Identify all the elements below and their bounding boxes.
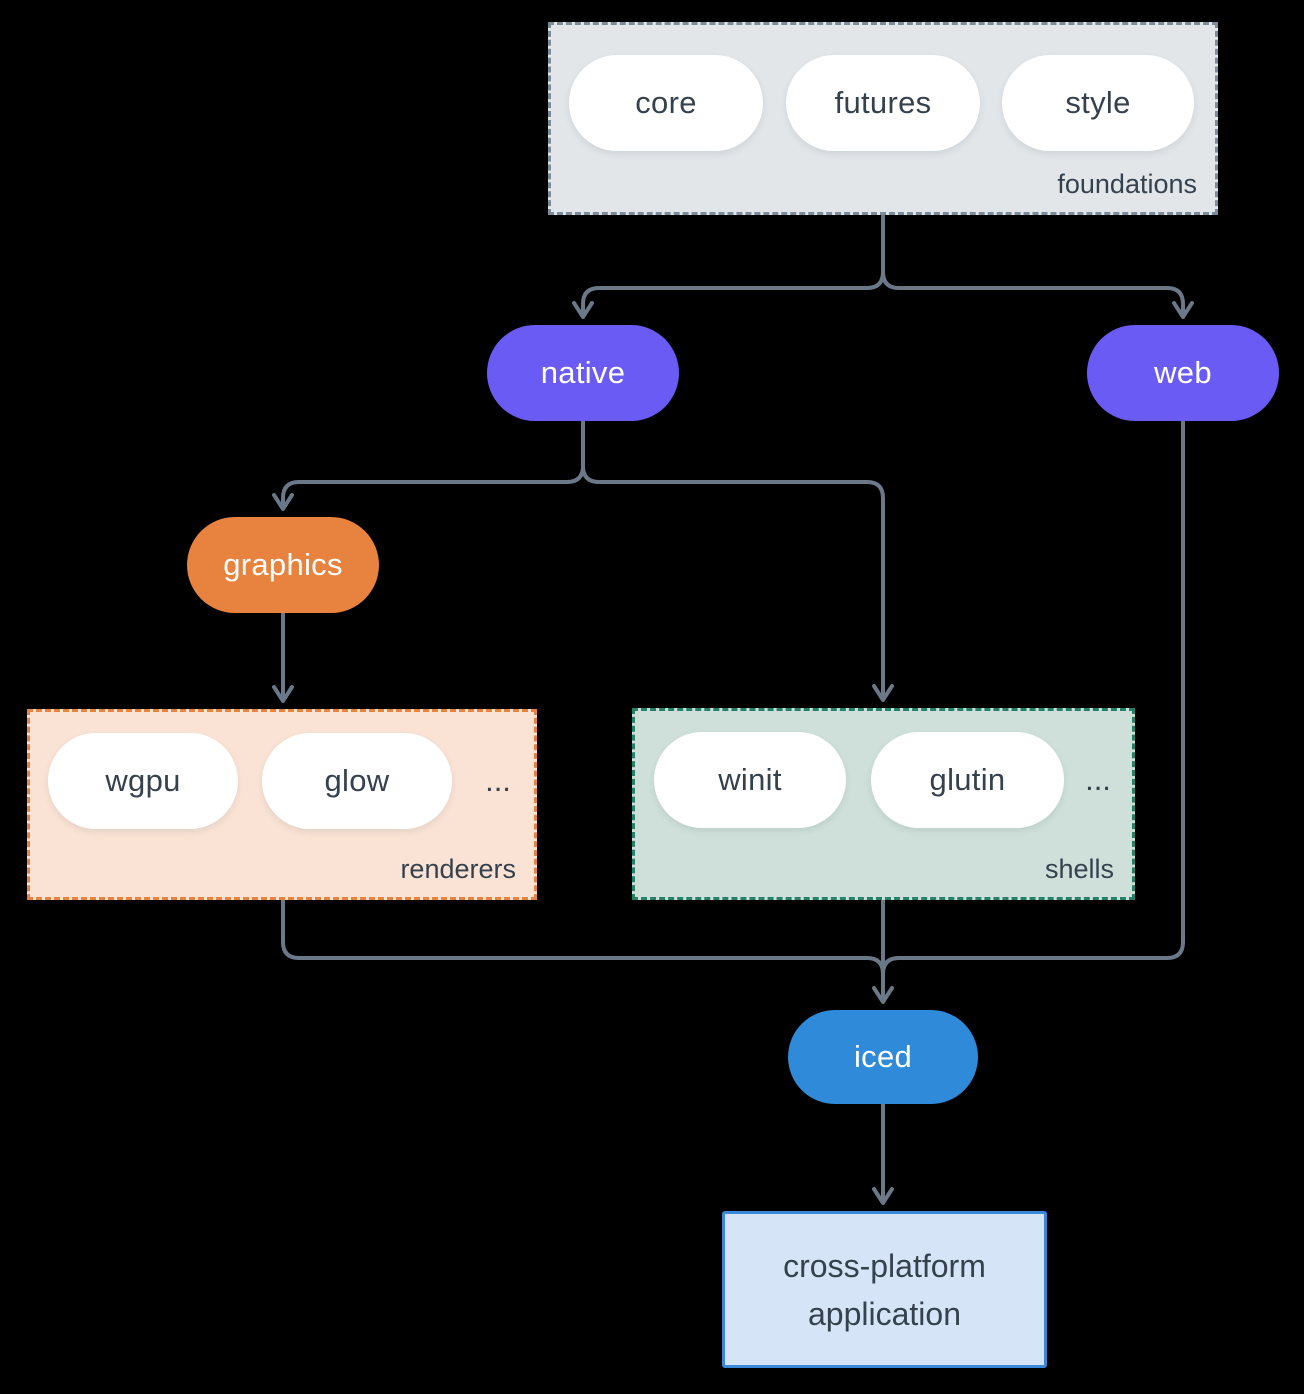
group-shells-label: shells	[1044, 854, 1114, 884]
node-iced: iced	[788, 1010, 978, 1104]
node-wgpu: wgpu	[48, 733, 238, 829]
node-glutin: glutin	[871, 732, 1064, 828]
group-foundations: core futures style foundations	[548, 22, 1218, 215]
node-style: style	[1002, 55, 1194, 151]
node-glow: glow	[262, 733, 452, 829]
connector-renderers-to-iced	[281, 899, 885, 975]
node-web: web	[1087, 325, 1279, 421]
node-graphics: graphics	[187, 517, 379, 613]
node-cross-platform-application: cross-platform application	[722, 1211, 1047, 1368]
connector-foundations-to-web	[881, 215, 1194, 319]
node-winit: winit	[654, 732, 846, 828]
connector-native-to-graphics	[272, 421, 585, 511]
node-native: native	[487, 325, 679, 421]
node-futures: futures	[786, 55, 980, 151]
connector-foundations-to-native	[572, 215, 885, 319]
group-renderers: wgpu glow ... renderers	[27, 709, 537, 900]
shells-ellipsis: ...	[1085, 762, 1111, 797]
group-shells: winit glutin ... shells	[632, 708, 1135, 900]
connector-native-to-shells	[581, 421, 894, 702]
application-label-line2: application	[808, 1295, 961, 1332]
node-core: core	[569, 55, 763, 151]
group-foundations-label: foundations	[1057, 169, 1197, 199]
renderers-ellipsis: ...	[485, 763, 511, 798]
application-label-line1: cross-platform	[783, 1247, 986, 1284]
group-renderers-label: renderers	[400, 854, 516, 884]
